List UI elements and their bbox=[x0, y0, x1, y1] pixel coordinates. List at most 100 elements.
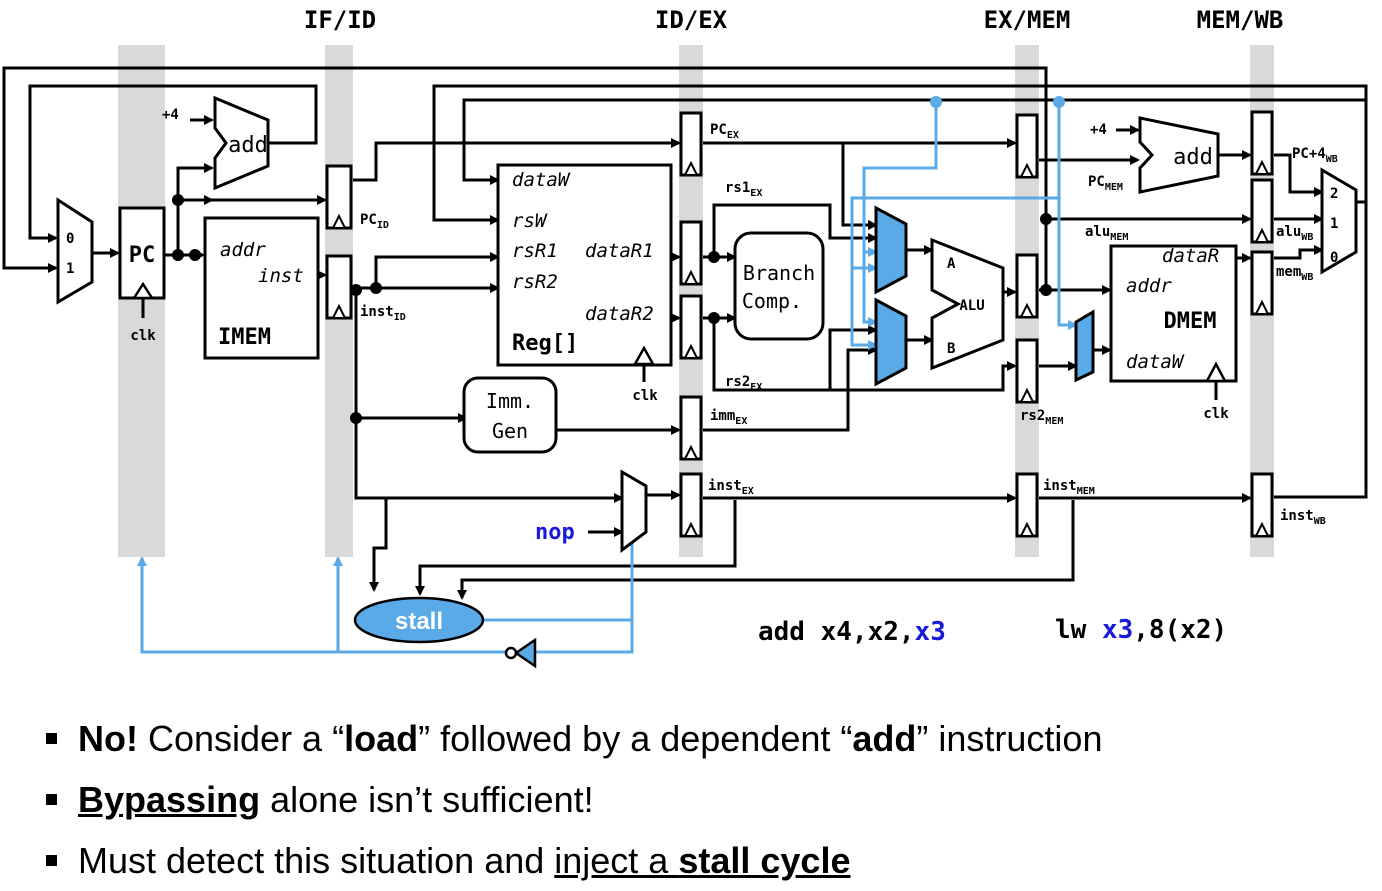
pc-mux bbox=[56, 197, 94, 305]
mem-adder-label: add bbox=[1173, 145, 1213, 170]
stall-inverter-bubble bbox=[504, 646, 518, 660]
reg-rsw-label: rsW bbox=[512, 210, 548, 232]
dmem-title: DMEM bbox=[1164, 309, 1217, 334]
bullet-1-text-a: Consider a “ bbox=[137, 718, 345, 759]
imem-title: IMEM bbox=[218, 325, 271, 350]
pc-clk-triangle bbox=[131, 281, 155, 300]
latch-pc-id-clk bbox=[331, 213, 347, 229]
reg-clk-label: clk bbox=[632, 388, 658, 404]
label-rs2-ex: rs2EX bbox=[725, 374, 762, 393]
stall-label: stall bbox=[395, 608, 443, 635]
reg-rsr2-label: rsR2 bbox=[512, 271, 558, 293]
stall-mux bbox=[620, 469, 648, 553]
bullet-3-text: Must detect this situation and bbox=[78, 840, 555, 881]
plus4-label-if: +4 bbox=[162, 107, 179, 123]
stall-unit bbox=[353, 596, 485, 644]
immgen-block bbox=[462, 376, 558, 454]
plus4-label-mem: +4 bbox=[1090, 122, 1107, 138]
alu-block bbox=[930, 237, 1005, 371]
label-alu-mem: aluMEM bbox=[1085, 224, 1128, 243]
label-pc-id: PCID bbox=[360, 212, 389, 231]
pc-clk-label: clk bbox=[130, 328, 156, 344]
alu-b-label: B bbox=[947, 341, 955, 357]
imem-addr-label: addr bbox=[220, 239, 266, 261]
branch-comp-label-2: Comp. bbox=[742, 289, 802, 313]
stage-label-memwb: MEM/WB bbox=[1197, 6, 1284, 34]
forward-tap-alu bbox=[930, 96, 942, 108]
label-rs2-mem: rs2MEM bbox=[1020, 408, 1063, 427]
pc-mux-1: 1 bbox=[66, 261, 74, 277]
pc-label: PC bbox=[129, 243, 156, 268]
dmem-block bbox=[1109, 244, 1238, 383]
stage-label-ifid: IF/ID bbox=[304, 6, 376, 34]
idex-latch-clks bbox=[683, 160, 699, 537]
junctions bbox=[172, 194, 1052, 424]
dmem-addr-label: addr bbox=[1126, 275, 1172, 297]
label-pc4-wb: PC+4WB bbox=[1292, 146, 1338, 165]
exmem-latches bbox=[1015, 113, 1039, 538]
idex-latches bbox=[679, 111, 703, 538]
forward-tap-mem bbox=[1053, 96, 1065, 108]
label-mem-wb: memWB bbox=[1276, 264, 1313, 283]
bullet-1-no: No! bbox=[78, 718, 138, 759]
pc-adder bbox=[213, 95, 270, 191]
immgen-label-2: Gen bbox=[492, 419, 528, 443]
exmem-latch-clks bbox=[1019, 162, 1035, 537]
bullet-1-text-b: ” followed by a dependent “ bbox=[418, 718, 853, 759]
latch-inst-id-clk bbox=[331, 303, 347, 319]
bullet-1-load: load bbox=[344, 718, 419, 759]
label-alu-wb: aluWB bbox=[1276, 224, 1313, 243]
imem-block bbox=[203, 216, 320, 360]
pc-register bbox=[118, 206, 166, 300]
label-rs1-ex: rs1EX bbox=[725, 180, 762, 199]
dmem-datar-label: dataR bbox=[1162, 245, 1219, 267]
forwarding-wires bbox=[137, 102, 1078, 654]
bullet-2-bypassing: Bypassing bbox=[78, 779, 261, 820]
immgen-label-1: Imm. bbox=[486, 389, 534, 413]
instr-lw: lw x3,8(x2) bbox=[1055, 615, 1227, 645]
bullet-1-add: add bbox=[852, 718, 917, 759]
stall-inverter bbox=[513, 637, 537, 669]
wb-mux bbox=[1320, 167, 1358, 275]
alu-label: ALU bbox=[959, 298, 984, 314]
reg-datar2-label: dataR2 bbox=[585, 303, 654, 325]
wb-mux-0: 0 bbox=[1330, 250, 1338, 266]
wb-mux-1: 1 bbox=[1330, 216, 1338, 232]
dmem-dataw-label: dataW bbox=[1126, 351, 1185, 373]
branch-comp-block bbox=[733, 231, 825, 341]
pipeline-diagram: IF/ID ID/EX EX/MEM MEM/WB bbox=[2, 6, 1368, 669]
mem-adder bbox=[1138, 116, 1220, 194]
label-pc-ex: PCEX bbox=[710, 122, 739, 141]
reg-dataw-label: dataW bbox=[512, 169, 571, 191]
pc-mux-0: 0 bbox=[66, 231, 74, 247]
bullet-3-inject: inject a stall cycle bbox=[554, 840, 851, 881]
regfile-block bbox=[496, 163, 673, 367]
stage-label-exmem: EX/MEM bbox=[984, 6, 1071, 34]
bullet-1: No! Consider a “load” followed by a depe… bbox=[40, 708, 1360, 769]
bullet-1-text-c: ” instruction bbox=[916, 718, 1103, 759]
label-inst-wb: instWB bbox=[1280, 508, 1326, 527]
reg-title: Reg[] bbox=[512, 331, 578, 356]
reg-clk-triangle bbox=[632, 345, 656, 366]
wires bbox=[2, 66, 1368, 600]
bullet-3: Must detect this situation and inject a … bbox=[40, 830, 1360, 891]
wb-mux-2: 2 bbox=[1330, 186, 1338, 202]
pc-adder-label: add bbox=[228, 133, 268, 158]
fwd-mux-b bbox=[874, 297, 908, 387]
instr-add: add x4,x2,x3 bbox=[758, 617, 946, 647]
imem-inst-label: inst bbox=[258, 265, 304, 287]
fwd-mux-store bbox=[1074, 309, 1095, 383]
label-pc-mem: PCMEM bbox=[1088, 174, 1123, 193]
label-inst-mem: instMEM bbox=[1043, 478, 1095, 497]
bullet-2: Bypassing alone isn’t sufficient! bbox=[40, 769, 1360, 830]
bullet-2-text: alone isn’t sufficient! bbox=[260, 779, 594, 820]
nop-label: nop bbox=[535, 520, 575, 545]
label-inst-id: instID bbox=[360, 304, 406, 323]
alu-a-label: A bbox=[947, 256, 956, 272]
reg-rsr1-label: rsR1 bbox=[512, 240, 558, 262]
reg-datar1-label: dataR1 bbox=[585, 240, 654, 262]
memwb-latch-clks bbox=[1254, 159, 1270, 537]
dmem-clk-label: clk bbox=[1203, 406, 1229, 422]
dmem-clk-triangle bbox=[1204, 361, 1228, 383]
fwd-mux-a bbox=[874, 205, 908, 295]
